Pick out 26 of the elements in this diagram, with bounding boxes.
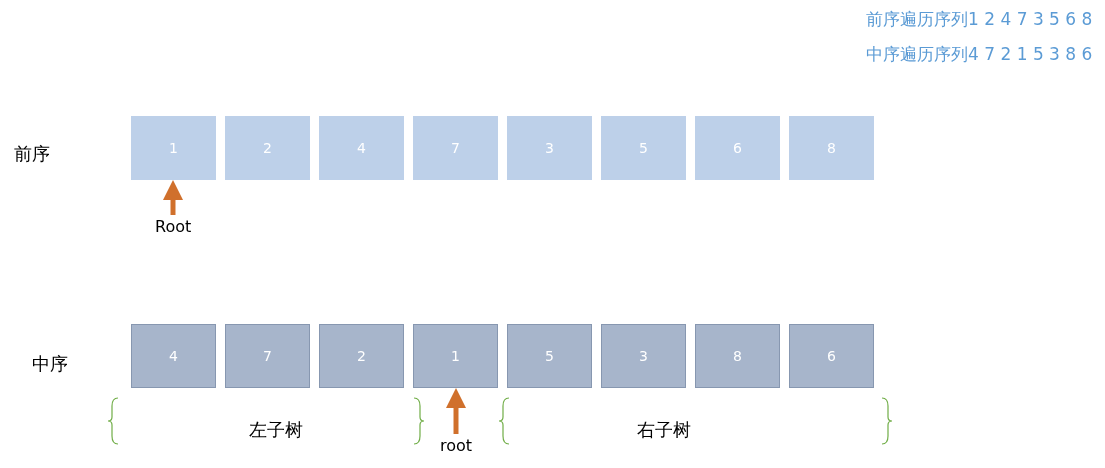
- array-cell: 7: [413, 116, 498, 180]
- row-label: 前序: [14, 142, 50, 166]
- array-cell: 3: [507, 116, 592, 180]
- array-cell: 8: [695, 324, 780, 388]
- array-cell: 6: [695, 116, 780, 180]
- array-cell: 1: [413, 324, 498, 388]
- array-cell: 4: [319, 116, 404, 180]
- array-cell: 2: [319, 324, 404, 388]
- arrow: [446, 388, 466, 434]
- array-cell: 2: [225, 116, 310, 180]
- array-cell: 3: [601, 324, 686, 388]
- subtree-label: 左子树: [249, 418, 303, 442]
- sequence-note: 中序遍历序列4 7 2 1 5 3 8 6: [866, 43, 1093, 66]
- sequence-note: 前序遍历序列1 2 4 7 3 5 6 8: [866, 8, 1093, 31]
- subtree-label: 右子树: [637, 418, 691, 442]
- array-cell: 8: [789, 116, 874, 180]
- arrow: [163, 180, 183, 215]
- array-cell: 5: [507, 324, 592, 388]
- array-cell: 6: [789, 324, 874, 388]
- row-label: 中序: [32, 352, 68, 376]
- array-cell: 5: [601, 116, 686, 180]
- array-cell: 1: [131, 116, 216, 180]
- pointer-label: root: [440, 436, 473, 455]
- array-cell: 4: [131, 324, 216, 388]
- pointer-label: Root: [155, 217, 192, 236]
- array-cell: 7: [225, 324, 310, 388]
